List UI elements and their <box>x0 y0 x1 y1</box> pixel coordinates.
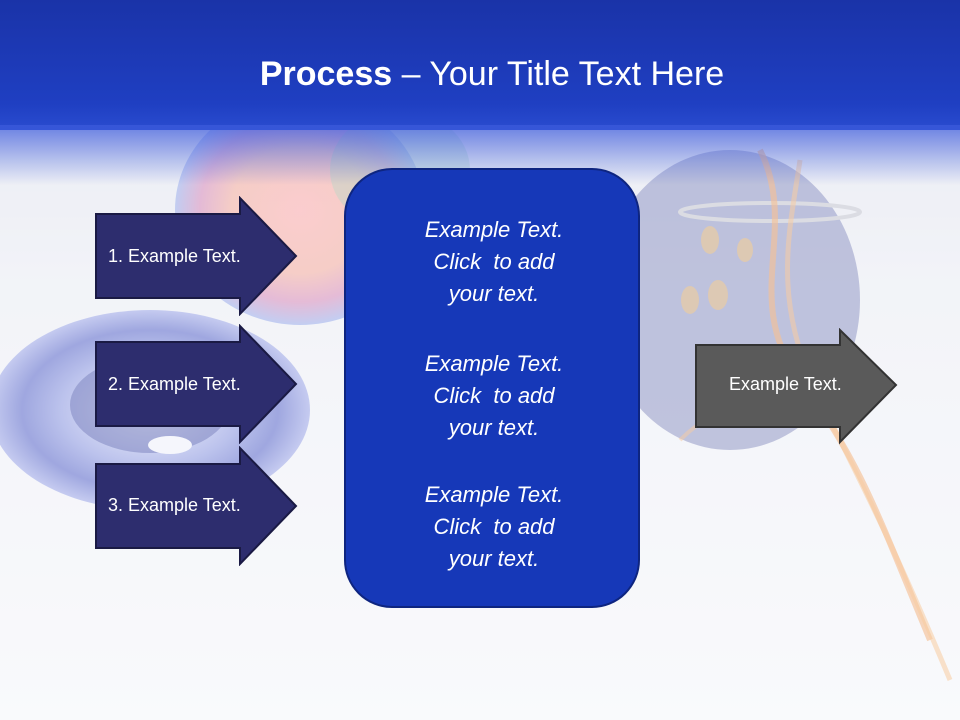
center-text-line: your text. <box>448 281 540 306</box>
center-text-line: Click to add <box>433 249 555 274</box>
center-text-line: Example Text. <box>424 217 564 242</box>
title-rest: – Your Title Text Here <box>392 55 725 93</box>
slide-title[interactable]: Process – Your Title Text Here <box>0 52 960 96</box>
center-text-line: your text. <box>448 546 540 571</box>
left-arrow-1[interactable] <box>94 196 300 316</box>
center-text-line: your text. <box>448 415 540 440</box>
title-bar <box>0 0 960 130</box>
left-arrow-3[interactable] <box>94 446 300 566</box>
center-text-block-2: Example Text. Click to add your text. <box>346 348 642 444</box>
left-arrow-3-label: 3. Example Text. <box>108 495 241 515</box>
center-text-line: Example Text. <box>424 351 564 376</box>
center-text-line: Click to add <box>433 514 555 539</box>
left-arrow-1-label: 1. Example Text. <box>108 246 241 266</box>
right-arrow-label: Example Text. <box>729 374 842 394</box>
center-text-line: Click to add <box>433 383 555 408</box>
title-bold: Process <box>259 55 393 93</box>
center-text-block-1: Example Text. Click to add your text. <box>346 214 642 310</box>
left-arrow-2[interactable] <box>94 324 300 444</box>
center-text-line: Example Text. <box>424 482 564 507</box>
right-arrow[interactable] <box>694 328 900 446</box>
left-arrow-2-label: 2. Example Text. <box>108 374 241 394</box>
center-text-block-3: Example Text. Click to add your text. <box>346 479 642 575</box>
center-text-box[interactable]: Example Text. Click to add your text. Ex… <box>344 168 640 608</box>
